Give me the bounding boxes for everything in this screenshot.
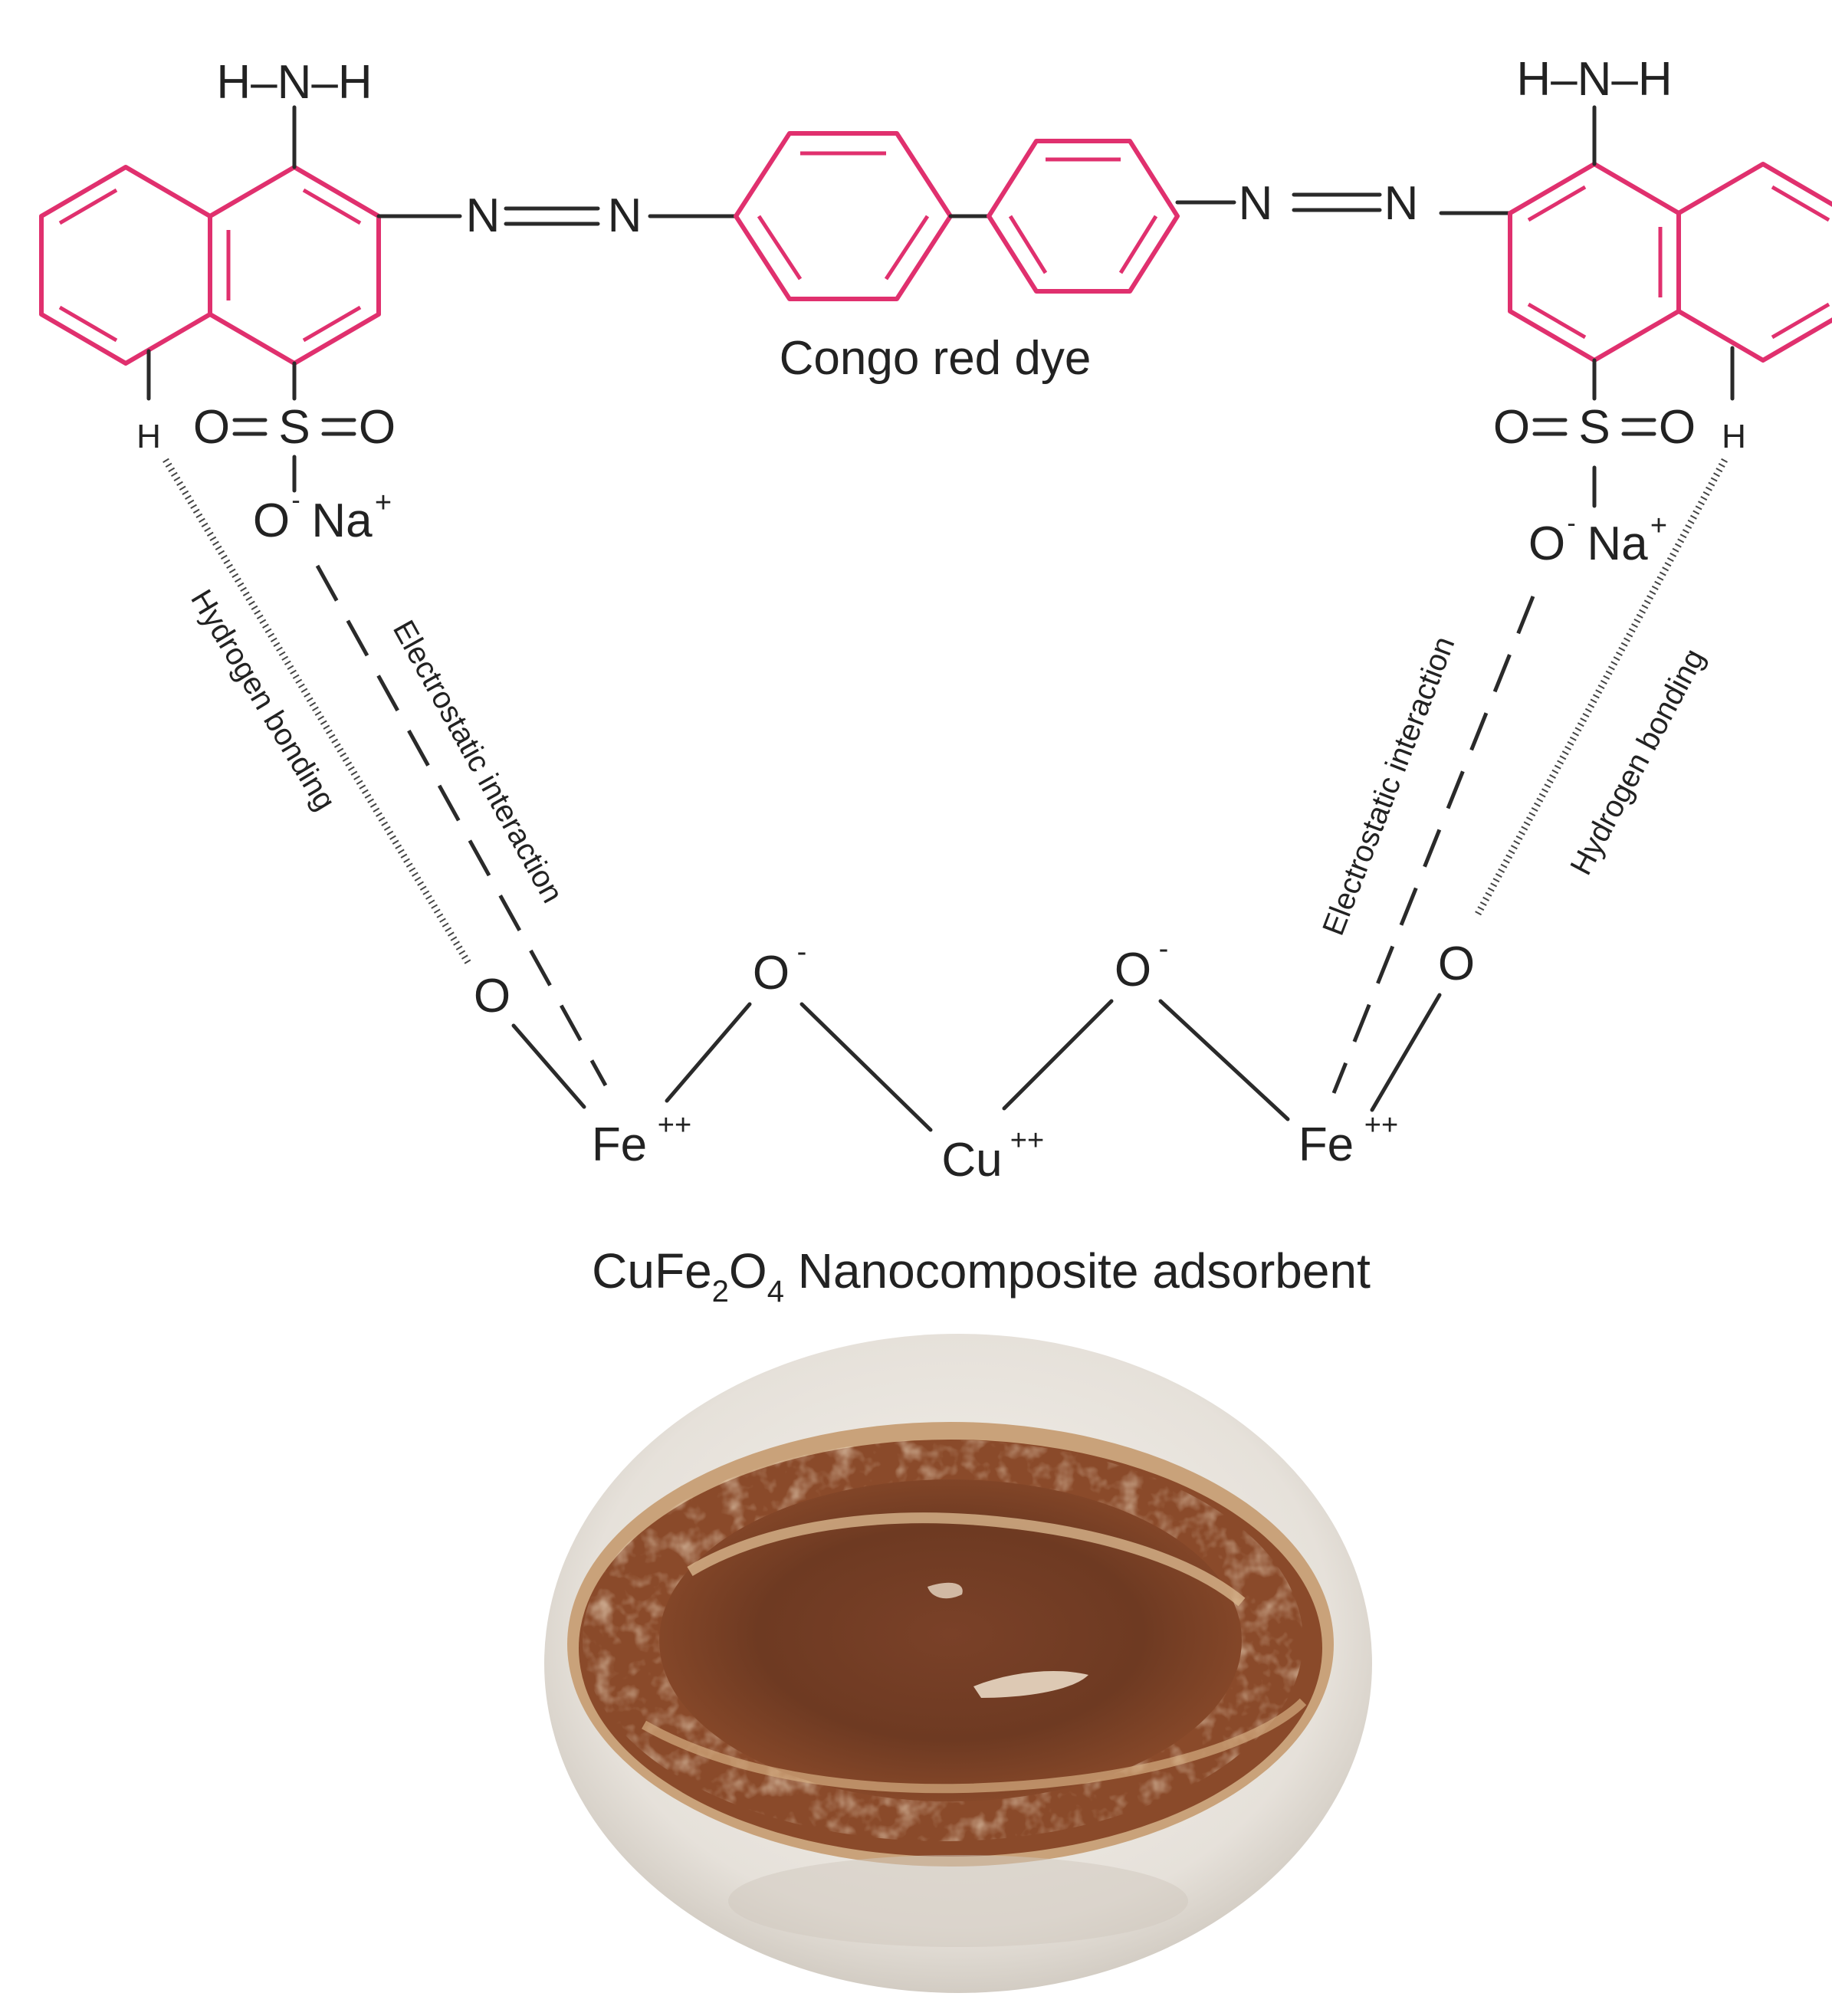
svg-text:+: +: [375, 487, 392, 519]
right-naphthalene-rings: [1508, 162, 1832, 363]
left-sodium-sulfonate: O - Na +: [253, 486, 392, 547]
copper-cation: Cu: [941, 1134, 1002, 1187]
svg-text:O: O: [193, 401, 230, 454]
iron-cation-right: Fe: [1298, 1118, 1354, 1171]
biphenyl-rings: [734, 131, 1180, 301]
right-sulfonyl: O S O: [1493, 401, 1696, 454]
svg-text:++: ++: [658, 1109, 691, 1141]
left-azo-n1: N: [466, 189, 501, 242]
right-amine-label: H–N–H: [1516, 53, 1672, 106]
right-azo-n1: N: [1239, 177, 1273, 230]
svg-text:Na: Na: [1587, 517, 1648, 570]
svg-text:+: +: [1650, 510, 1667, 542]
svg-text:O: O: [1659, 401, 1696, 454]
right-oxygen: O: [1438, 937, 1475, 990]
svg-text:O: O: [359, 401, 396, 454]
right-hydrogen: H: [1722, 418, 1746, 455]
svg-text:Na: Na: [311, 494, 373, 547]
svg-text:-: -: [1567, 509, 1575, 538]
oxygen-anion-1: O: [753, 947, 790, 1000]
left-oxygen: O: [474, 970, 511, 1023]
svg-text:S: S: [278, 401, 310, 454]
left-sulfonyl: O S O: [193, 401, 396, 454]
left-hydrogen: H: [136, 418, 161, 455]
svg-text:++: ++: [1010, 1125, 1044, 1157]
left-electrostatic-label: Electrostatic interaction: [386, 615, 570, 908]
right-azo-n2: N: [1384, 177, 1419, 230]
oxygen-anion-2: O: [1115, 944, 1151, 997]
svg-text:-: -: [797, 936, 807, 968]
svg-text:S: S: [1578, 401, 1610, 454]
svg-text:-: -: [1159, 933, 1169, 965]
svg-text:O: O: [1528, 517, 1565, 570]
right-hydrogen-bonding-label: Hydrogen bonding: [1564, 643, 1711, 880]
dye-caption: Congo red dye: [780, 332, 1092, 385]
right-electrostatic-label: Electrostatic interaction: [1316, 632, 1461, 940]
left-naphthalene-rings: [39, 165, 381, 366]
right-hydrogen-bond-line: [1473, 458, 1728, 919]
svg-text:++: ++: [1364, 1109, 1398, 1141]
iron-cation-left: Fe: [592, 1118, 647, 1171]
right-sodium-sulfonate: O - Na +: [1528, 509, 1667, 570]
left-hydrogen-bonding-label: Hydrogen bonding: [184, 584, 342, 816]
adsorbent-lattice: O O - O - O Fe ++ Cu ++ Fe ++: [474, 933, 1475, 1187]
adsorbent-photo: [544, 1334, 1372, 1993]
svg-text:O: O: [253, 494, 290, 547]
right-electrostatic-line: [1331, 596, 1535, 1094]
left-azo-n2: N: [608, 189, 642, 242]
svg-text:-: -: [291, 486, 300, 515]
left-amine-label: H–N–H: [216, 56, 372, 109]
left-electrostatic-line: [315, 564, 608, 1087]
left-hydrogen-bond-line: [163, 458, 472, 967]
adsorbent-caption: CuFe2O4 Nanocomposite adsorbent: [592, 1243, 1371, 1308]
svg-text:O: O: [1493, 401, 1530, 454]
